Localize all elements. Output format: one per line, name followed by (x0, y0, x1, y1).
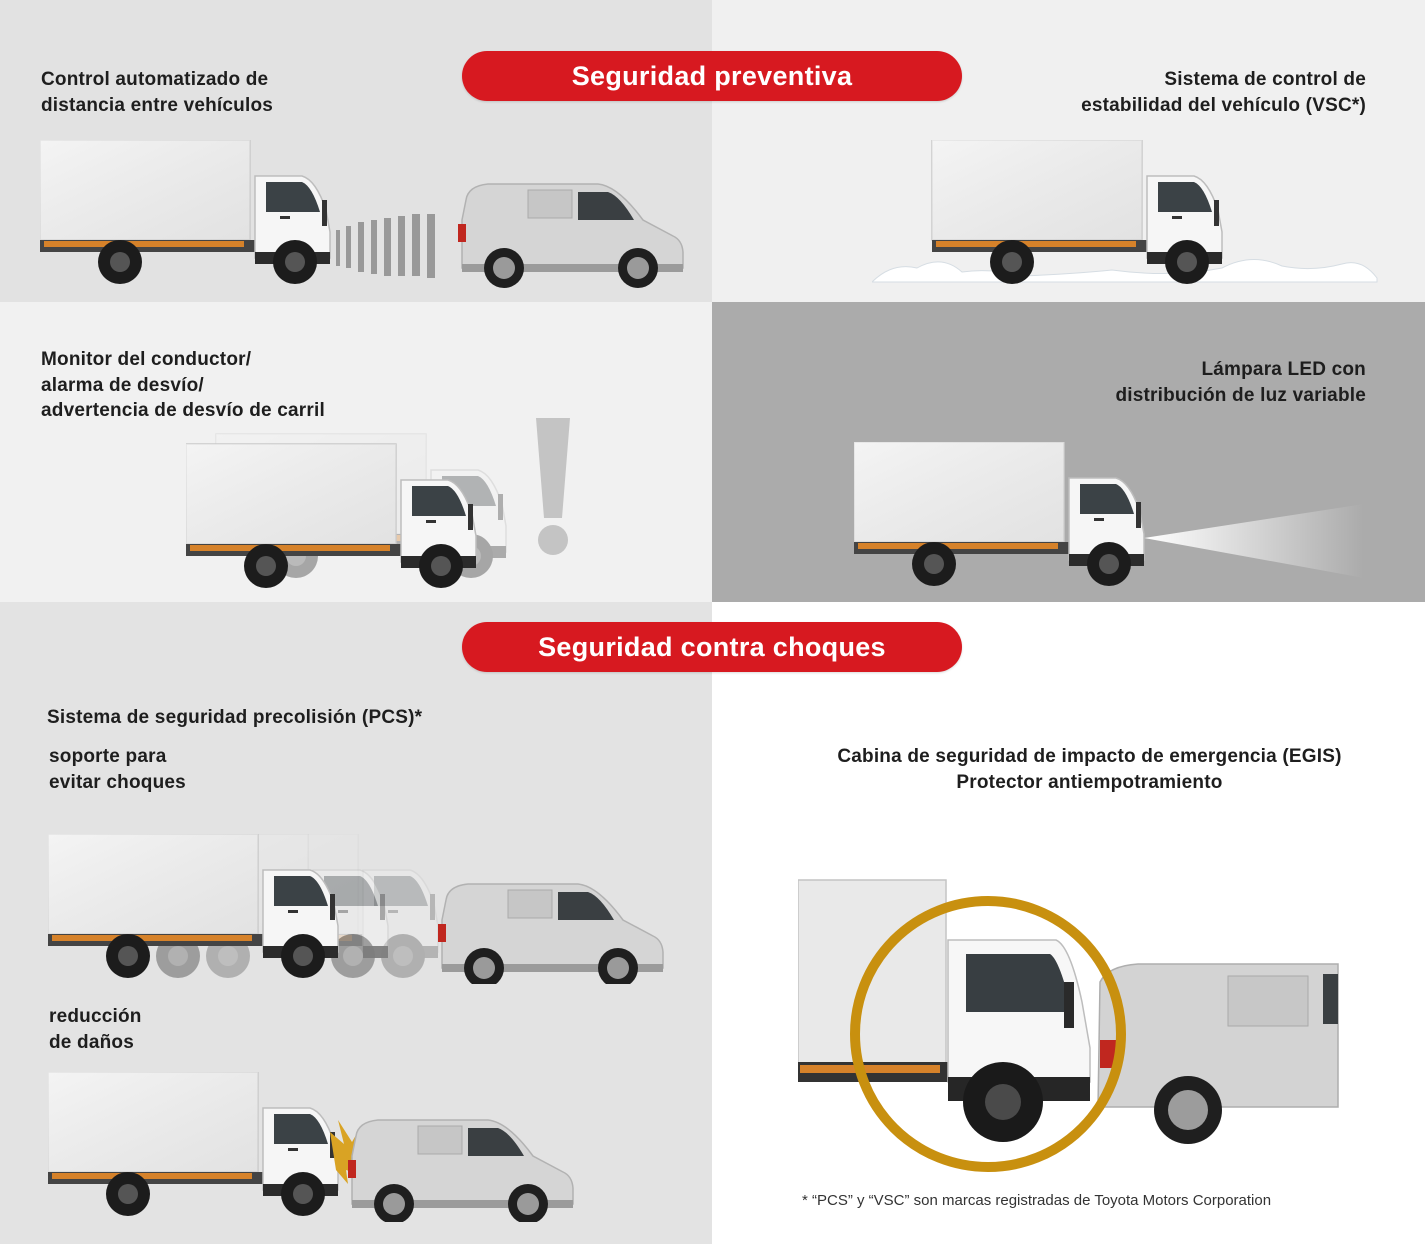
label-line: Lámpara LED con (1201, 359, 1366, 380)
damage-reduction-illustration (48, 1072, 574, 1222)
label-line: reducción (49, 1006, 142, 1027)
distance-control-label: Control automatizado de distancia entre … (41, 67, 273, 118)
led-lamp-label: Lámpara LED con distribución de luz vari… (1115, 357, 1366, 408)
trademark-footnote: * “PCS” y “VSC” son marcas registradas d… (802, 1192, 1272, 1209)
truck-lane-departure-illustration (186, 418, 570, 589)
truck-headlight-illustration (854, 442, 1364, 587)
driver-monitor-label: Monitor del conductor/ alarma de desvío/… (41, 347, 325, 424)
collision-avoidance-illustration (48, 834, 664, 984)
label-line: Sistema de control de (1164, 69, 1366, 90)
label-line: Protector antiempotramiento (956, 771, 1223, 793)
label-line: alarma de desvío/ (41, 374, 204, 396)
panel-driver-monitor: Monitor del conductor/ alarma de desvío/… (0, 302, 712, 602)
panel-distance-control: Control automatizado de distancia entre … (0, 0, 712, 302)
label-line: advertencia de desvío de carril (41, 400, 325, 421)
label-line: Control automatizado de (41, 69, 269, 90)
egis-cab-closeup-illustration (798, 879, 1339, 1172)
panel-led-lamp: Lámpara LED con distribución de luz vari… (712, 302, 1425, 602)
label-line: Monitor del conductor/ (41, 349, 252, 370)
egis-label: Cabina de seguridad de impacto de emerge… (712, 744, 1425, 795)
truck-following-van-illustration (40, 140, 684, 289)
label-line: Cabina de seguridad de impacto de emerge… (837, 746, 1342, 767)
label-line: soporte para (49, 746, 167, 767)
panel-pre-collision: Sistema de seguridad precolisión (PCS)* … (0, 602, 712, 1244)
label-line: distribución de luz variable (1115, 384, 1366, 406)
panel-stability-control: Sistema de control de estabilidad del ve… (712, 0, 1425, 302)
highlight-ring-icon (850, 896, 1126, 1172)
collision-avoid-label: soporte para evitar choques (49, 744, 186, 795)
distance-sensor-bars-icon (336, 214, 435, 278)
truck-on-snow-illustration (872, 140, 1378, 285)
label-line: de daños (49, 1031, 135, 1053)
pcs-title: Sistema de seguridad precolisión (PCS)* (47, 707, 423, 728)
headlight-beam-icon (1144, 504, 1364, 578)
damage-reduction-label: reducción de daños (49, 1004, 142, 1055)
label-line: distancia entre vehículos (41, 94, 274, 116)
collision-safety-header: Seguridad contra choques (462, 622, 962, 672)
preventive-safety-header: Seguridad preventiva (462, 51, 962, 101)
label-line: estabilidad del vehículo (VSC*) (1081, 94, 1366, 116)
alert-exclamation-icon (536, 418, 570, 555)
stability-control-label: Sistema de control de estabilidad del ve… (1081, 67, 1366, 118)
label-line: evitar choques (49, 771, 186, 793)
panel-egis: Cabina de seguridad de impacto de emerge… (712, 602, 1425, 1244)
